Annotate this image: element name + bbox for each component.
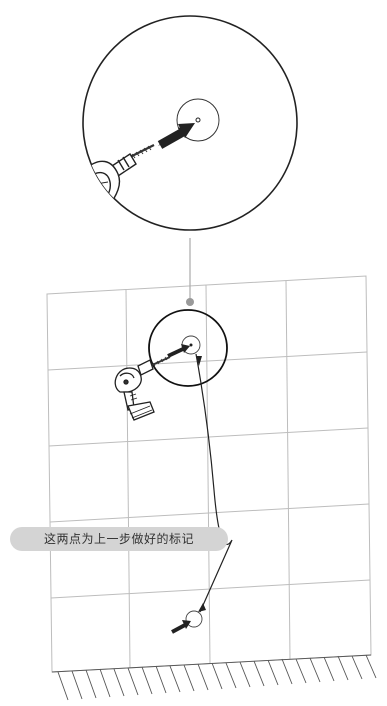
drill-bit [127, 144, 155, 159]
tile-line [285, 280, 291, 660]
annotation-label: 这两点为上一步做好的标记 [10, 527, 228, 551]
mark-hole-icon [185, 610, 203, 628]
mark-connector [195, 353, 233, 613]
tile-line [49, 503, 370, 523]
highlight-circle [148, 309, 228, 387]
floor-hatch [51, 654, 377, 701]
detail-connector [186, 238, 194, 306]
arrow-icon [157, 123, 195, 149]
tile-line [47, 351, 368, 371]
arrow-icon [171, 620, 191, 634]
arrow-icon [167, 344, 190, 358]
bottom-mark [171, 610, 203, 634]
tile-line [205, 284, 211, 665]
drill-icon [114, 359, 155, 421]
wall-callout-circle [148, 309, 228, 387]
tile-wall [46, 275, 372, 673]
tile-line [125, 289, 131, 669]
detail-magnifier [82, 15, 298, 231]
connector-dot [186, 298, 194, 306]
